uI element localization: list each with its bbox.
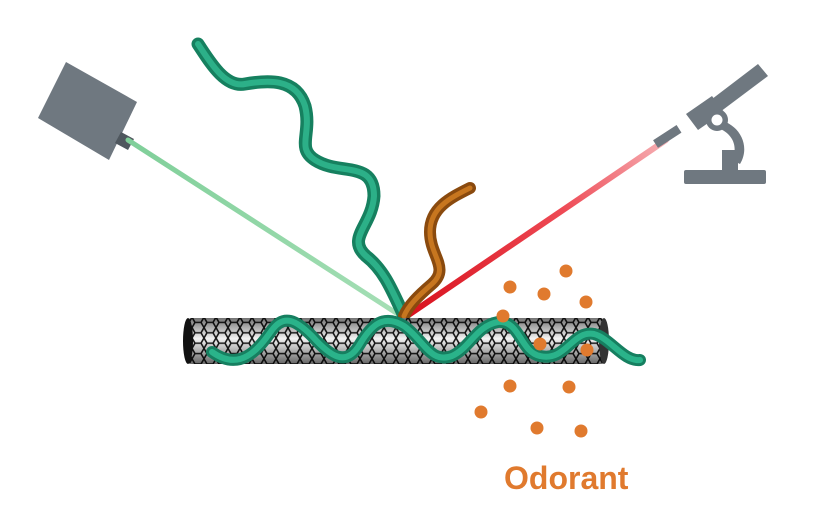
carbon-nanotube (183, 318, 609, 364)
helix-wrap (206, 314, 646, 366)
laser-source-icon (38, 62, 137, 160)
odorant-dot (533, 337, 547, 351)
green-wave-ribbon (191, 37, 411, 323)
odorant-dot (537, 287, 551, 301)
odorant-dot (530, 421, 544, 435)
odorant-dot (562, 380, 576, 394)
brown-wave-ribbon (398, 182, 476, 322)
excitation-beam (125, 137, 407, 321)
odorant-dot (579, 295, 593, 309)
scattered-beam (401, 137, 669, 321)
odorant-dot (580, 343, 594, 357)
odorant-label: Odorant (504, 460, 629, 496)
odorant-dot (474, 405, 488, 419)
odorant-dot (503, 280, 517, 294)
odorant-molecules (474, 264, 594, 438)
microscope-icon (653, 64, 768, 184)
odorant-dot (503, 379, 517, 393)
odorant-dot (559, 264, 573, 278)
odorant-dot (496, 309, 510, 323)
odorant-dot (574, 424, 588, 438)
